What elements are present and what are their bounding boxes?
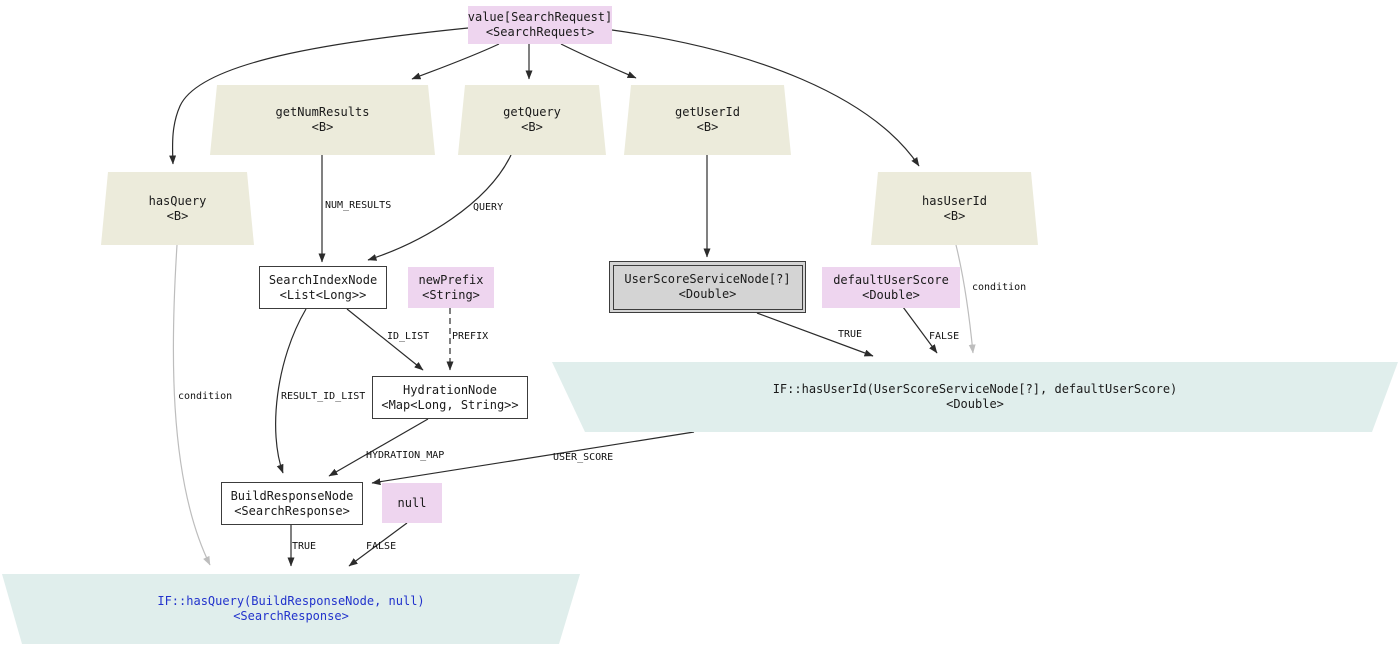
edge-user-score-service-to-if <box>756 312 874 357</box>
node-type: <SearchResponse> <box>233 609 349 623</box>
edge-label-num-results: NUM_RESULTS <box>325 200 392 211</box>
node-user-score-service: UserScoreServiceNode[?] <Double> <box>609 261 806 313</box>
node-label: getNumResults <box>275 105 370 119</box>
edge-label-true-user-score: TRUE <box>838 329 863 340</box>
node-label: UserScoreServiceNode[?] <box>624 272 791 286</box>
node-type: <String> <box>422 287 480 302</box>
node-build-response: BuildResponseNode <SearchResponse> <box>221 482 363 525</box>
node-label: null <box>397 495 427 510</box>
node-label: IF::hasUserId(UserScoreServiceNode[?], d… <box>772 382 1178 396</box>
edge-null-to-if <box>348 522 408 567</box>
node-value-search-request: value[SearchRequest] <SearchRequest> <box>468 6 612 44</box>
node-type: <B> <box>311 120 334 134</box>
node-has-query: hasQuery <B> <box>101 172 254 245</box>
node-label: HydrationNode <box>403 382 497 397</box>
node-get-num-results: getNumResults <B> <box>210 85 435 155</box>
node-type: <Double> <box>678 287 737 301</box>
node-if-has-user-id: IF::hasUserId(UserScoreServiceNode[?], d… <box>552 362 1398 432</box>
edge-default-user-score-to-if <box>902 306 938 354</box>
edge-label-condition-has-user-id: condition <box>972 282 1027 293</box>
node-new-prefix: newPrefix <String> <box>408 267 494 308</box>
node-get-query: getQuery <B> <box>458 85 606 155</box>
node-type: <B> <box>696 120 719 134</box>
edge-has-query-to-if-condition <box>172 244 211 566</box>
node-label: newPrefix <box>418 272 484 287</box>
node-get-user-id: getUserId <B> <box>624 85 791 155</box>
node-type: <Double> <box>862 287 920 302</box>
edge-label-id-list: ID_LIST <box>387 331 430 342</box>
edge-label-query: QUERY <box>473 202 504 213</box>
edge-get-query-to-search-index <box>367 154 512 261</box>
edge-value-to-has-query <box>169 27 469 165</box>
node-type: <SearchResponse> <box>234 503 350 518</box>
edge-if-has-user-id-to-build-response <box>371 431 695 486</box>
edge-search-index-to-hydration <box>346 308 424 371</box>
node-type: <List<Long>> <box>279 287 367 302</box>
node-has-user-id: hasUserId <B> <box>871 172 1038 245</box>
node-label: hasQuery <box>148 193 207 208</box>
node-hydration: HydrationNode <Map<Long, String>> <box>372 376 528 419</box>
edge-label-condition-has-query: condition <box>178 391 233 402</box>
node-default-user-score: defaultUserScore <Double> <box>822 267 960 308</box>
node-label: getUserId <box>674 105 741 119</box>
node-type: <B> <box>521 120 543 134</box>
edge-hydration-to-build-response <box>328 418 429 477</box>
node-type: <B> <box>943 208 966 223</box>
edge-has-user-id-to-if-condition <box>955 244 976 354</box>
edge-label-hydration-map: HYDRATION_MAP <box>366 450 445 461</box>
edge-label-prefix: PREFIX <box>452 331 489 342</box>
node-null: null <box>382 483 442 523</box>
node-inner-border: UserScoreServiceNode[?] <Double> <box>612 264 803 310</box>
node-type: <Map<Long, String>> <box>381 397 519 412</box>
edge-label-user-score: USER_SCORE <box>553 452 614 463</box>
node-type: <B> <box>166 208 189 223</box>
node-label: value[SearchRequest] <box>467 10 613 24</box>
node-if-has-query: IF::hasQuery(BuildResponseNode, null) <S… <box>2 574 580 644</box>
node-type: <Double> <box>946 397 1004 411</box>
edge-value-to-has-user-id <box>611 29 920 167</box>
node-search-index: SearchIndexNode <List<Long>> <box>259 266 387 309</box>
edge-label-true-build-response: TRUE <box>292 541 317 552</box>
edge-label-false-user-score: FALSE <box>929 331 960 342</box>
node-type: <SearchRequest> <box>485 25 595 39</box>
edge-search-index-to-build-response <box>275 308 307 474</box>
edge-label-result-id-list: RESULT_ID_LIST <box>281 391 366 402</box>
node-label: hasUserId <box>921 193 988 208</box>
node-label: BuildResponseNode <box>230 488 354 503</box>
node-label: IF::hasQuery(BuildResponseNode, null) <box>157 594 425 608</box>
node-label: getQuery <box>503 105 561 119</box>
edge-label-false-build-response: FALSE <box>366 541 397 552</box>
edge-value-to-get-num-results <box>411 43 500 80</box>
node-label: defaultUserScore <box>833 272 949 287</box>
edge-value-to-get-user-id <box>560 43 637 79</box>
node-label: SearchIndexNode <box>268 272 378 287</box>
